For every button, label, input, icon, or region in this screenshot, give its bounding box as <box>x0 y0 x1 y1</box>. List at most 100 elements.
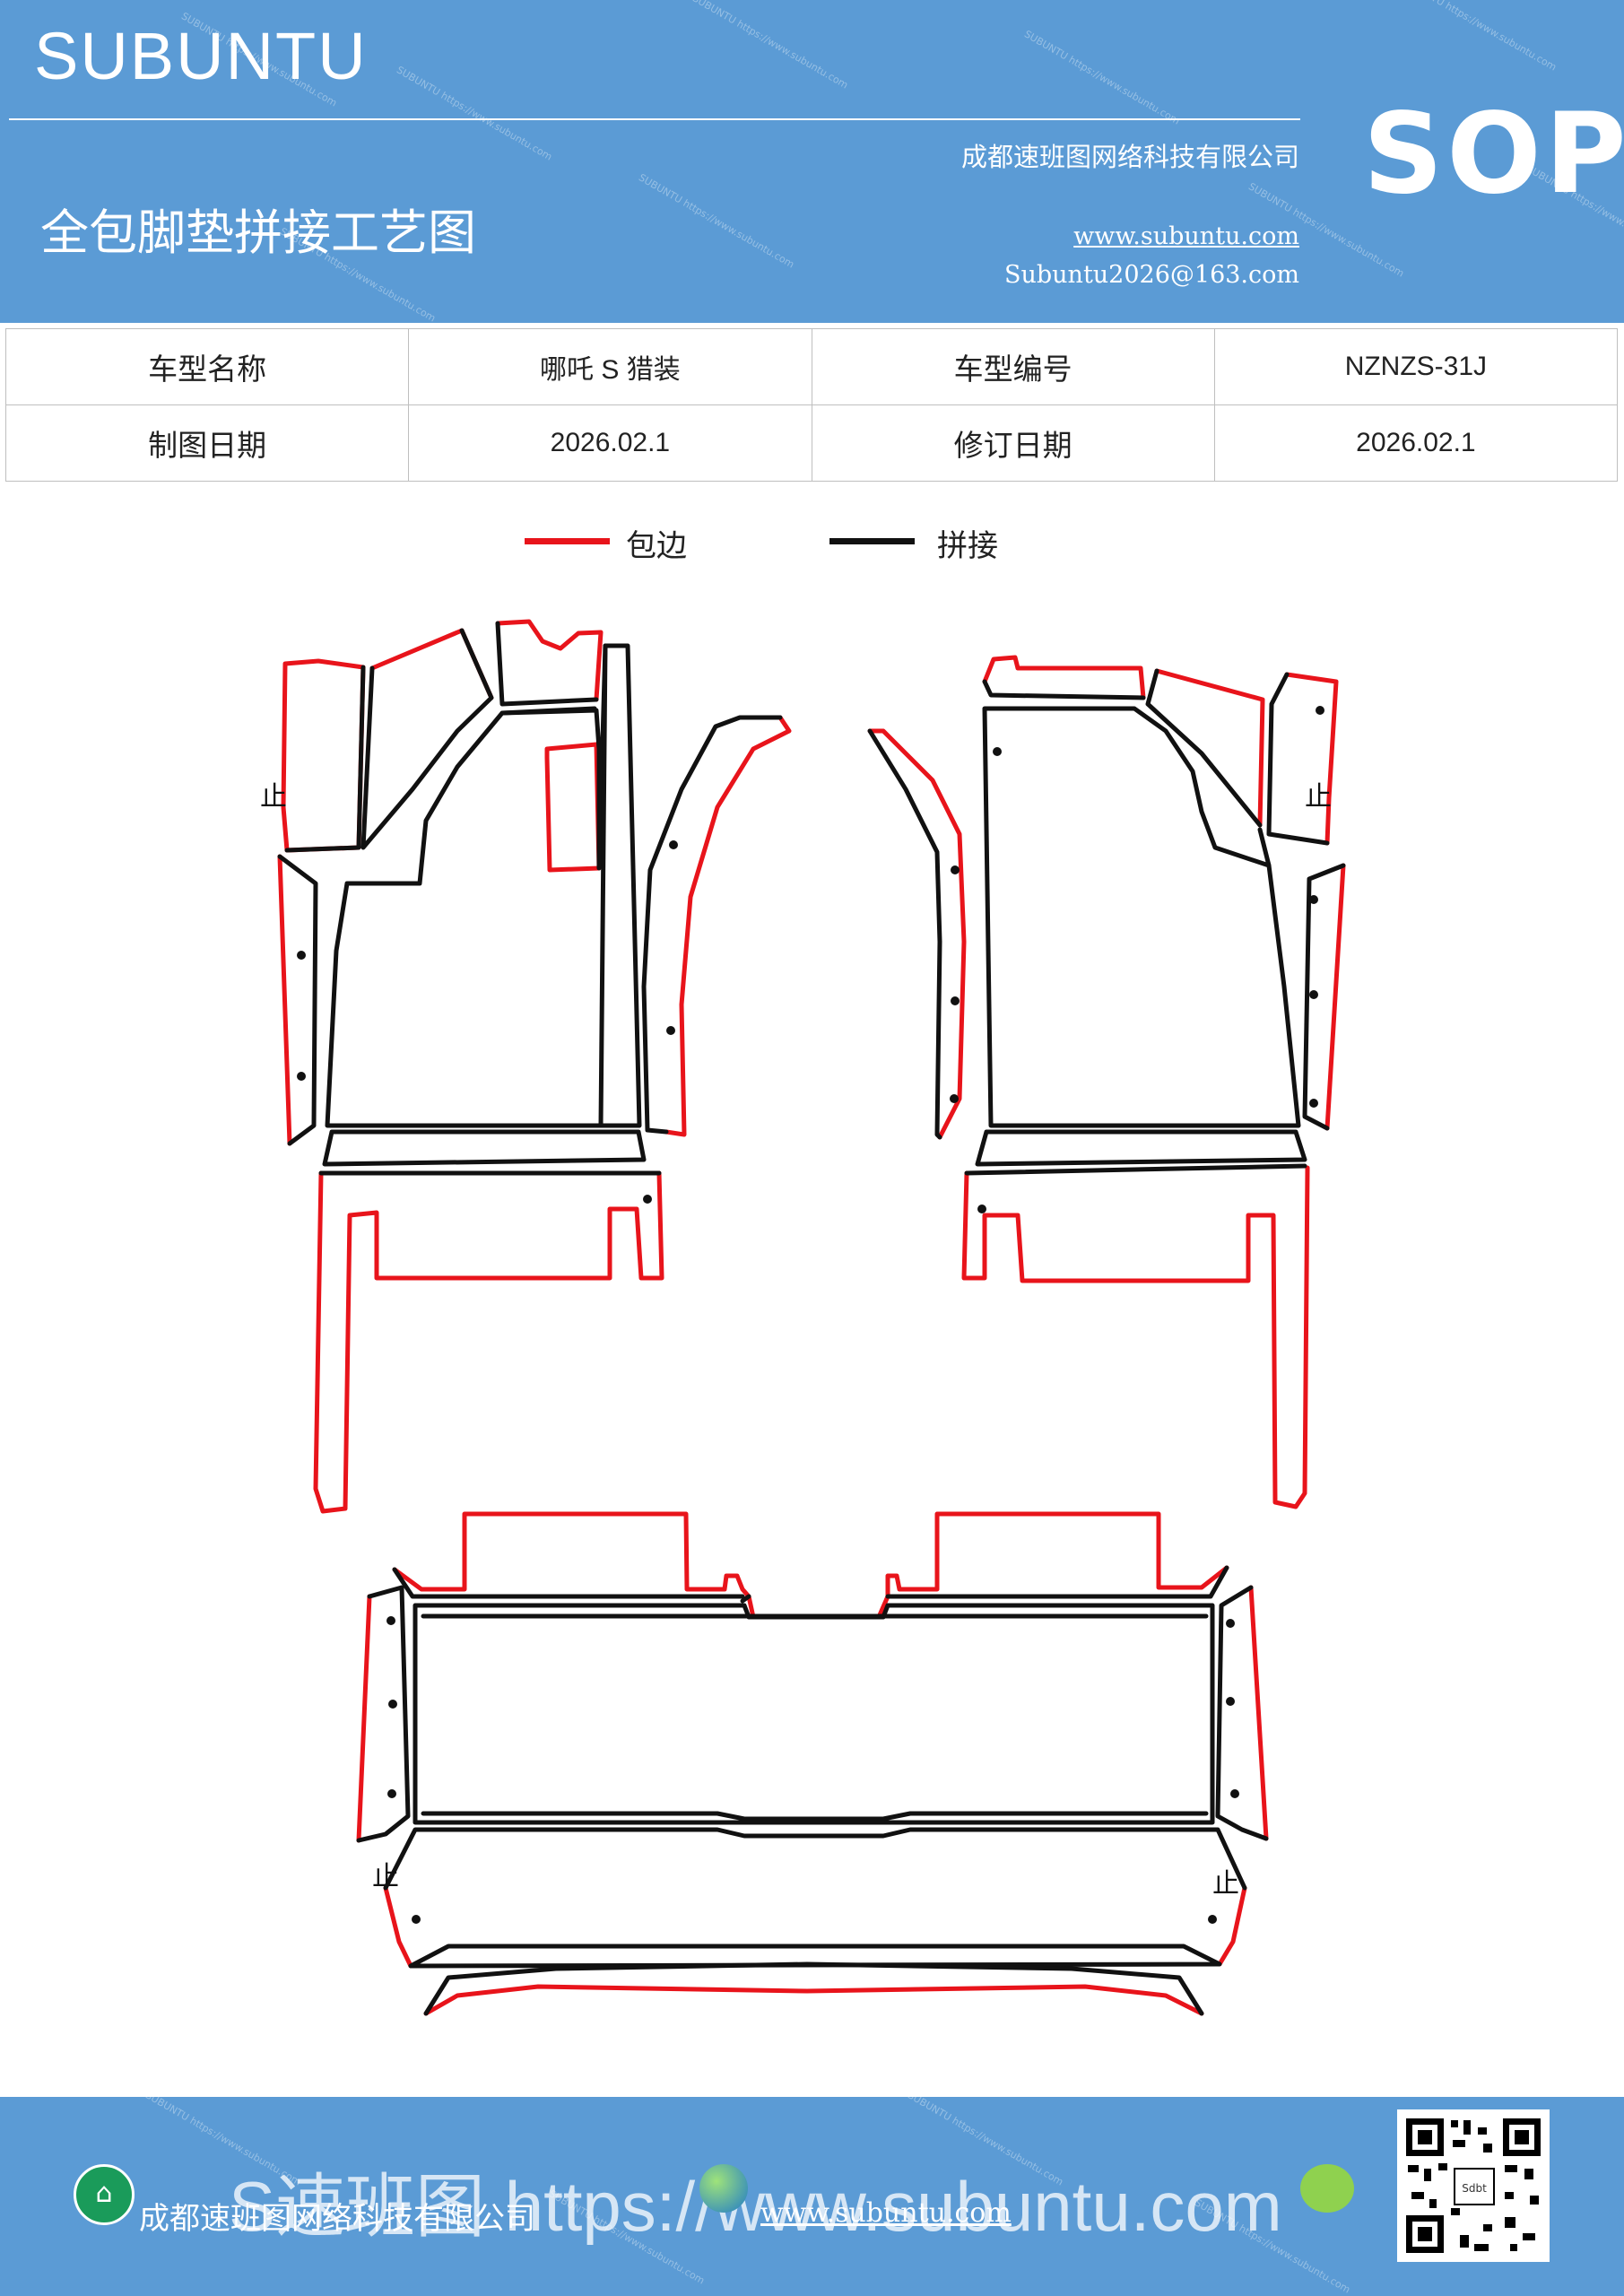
screw-dot <box>951 865 960 874</box>
mat-piece-edge <box>664 715 792 1137</box>
legend-joint-swatch <box>829 538 915 544</box>
website-link[interactable]: www.subuntu.com <box>1073 222 1299 250</box>
mat-piece-joint <box>360 628 494 850</box>
floor-mat-diagram: 止 <box>260 619 1346 2016</box>
front-left-group: 止 <box>260 619 792 1514</box>
page-title: 全包脚垫拼接工艺图 <box>40 204 476 261</box>
screw-dot <box>412 1915 421 1924</box>
legend-edge-label: 包边 <box>626 528 687 564</box>
mat-piece-joint <box>383 1827 1247 1969</box>
footer-banner: SUBUNTU https://www.subuntu.com SUBUNTU … <box>0 2089 1624 2296</box>
screw-dot <box>993 747 1002 756</box>
value-model-code: NZNZS-31J <box>1213 328 1619 405</box>
screw-dot <box>1226 1697 1235 1706</box>
label-draw-date: 制图日期 <box>4 404 410 482</box>
screw-dot <box>1309 1099 1318 1108</box>
mat-piece-edge <box>1284 672 1339 846</box>
mat-piece-edge <box>1324 863 1346 1131</box>
header-divider <box>9 118 1300 120</box>
mat-piece-joint <box>1215 1585 1269 1841</box>
screw-dot <box>1316 706 1324 715</box>
mat-piece-joint <box>423 1961 1204 2016</box>
wechat-icon <box>1300 2164 1354 2213</box>
mat-piece-joint <box>356 1585 411 1843</box>
globe-icon <box>699 2164 748 2213</box>
email-address: Subuntu2026@163.com <box>1004 261 1299 289</box>
mat-piece-joint <box>867 728 942 1140</box>
front-right-group: 止 <box>867 655 1346 1509</box>
footer-company-name: 成都速班图网络科技有限公司 <box>139 2201 535 2237</box>
vehicle-info-table: 车型名称 哪吒 S 猎装 车型编号 NZNZS-31J 制图日期 2026.02… <box>4 328 1619 482</box>
mat-piece-edge <box>1154 668 1265 828</box>
mat-piece-edge <box>313 1170 664 1514</box>
screw-dot <box>297 1072 306 1081</box>
mat-piece-joint <box>982 706 1301 1128</box>
watermark: SUBUNTU https://www.subuntu.com <box>1022 28 1182 127</box>
watermark: SUBUNTU https://www.subuntu.com <box>395 64 554 163</box>
mat-piece-joint <box>1302 863 1346 1131</box>
mat-piece-edge <box>369 628 494 700</box>
watermark: SUBUNTU https://www.subuntu.com <box>1399 0 1559 74</box>
mat-piece-edge <box>392 1511 1229 1620</box>
screw-dot <box>1309 990 1318 999</box>
label-model-code: 车型编号 <box>811 328 1215 405</box>
value-model-name: 哪吒 S 猎装 <box>408 328 812 405</box>
rear-group: 止 止 <box>356 1511 1269 2016</box>
stop-mark: 止 <box>1212 1868 1239 1900</box>
screw-dot <box>1230 1789 1239 1798</box>
mat-piece-joint <box>975 1129 1307 1167</box>
mat-piece-joint <box>1145 668 1263 828</box>
screw-dot <box>951 996 960 1005</box>
screw-dot <box>1309 895 1318 904</box>
mat-piece-joint <box>1266 672 1330 846</box>
building-icon: ⌂ <box>74 2164 135 2225</box>
screw-dot <box>666 1026 675 1035</box>
mat-piece-edge <box>544 742 602 873</box>
value-draw-date: 2026.02.1 <box>408 404 812 482</box>
footer-overlay-text: S速班图 https://www.subuntu.com <box>229 2167 1282 2246</box>
screw-dot <box>1226 1619 1235 1628</box>
brand-logo-text: SUBUNTU <box>34 19 368 93</box>
qr-label: Sdbt <box>1462 2182 1487 2195</box>
mat-piece-edge <box>495 619 604 702</box>
screw-dot <box>977 1205 986 1213</box>
mat-piece-joint <box>982 679 1146 700</box>
label-revision-date: 修订日期 <box>811 404 1215 482</box>
mat-piece-joint <box>964 1163 1307 1176</box>
mat-piece-edge <box>423 1984 1204 2016</box>
sop-label: SOP <box>1363 90 1624 219</box>
mat-piece-joint <box>277 854 318 1146</box>
legend-joint-label: 拼接 <box>937 528 998 564</box>
mat-piece-edge <box>961 1165 1310 1509</box>
header-banner: SUBUNTU https://www.subuntu.com SUBUNTU … <box>0 0 1624 325</box>
mat-piece-edge <box>277 854 292 1146</box>
mat-piece-edge <box>982 655 1146 700</box>
mat-piece-edge <box>1248 1585 1269 1841</box>
legend: 包边 拼接 <box>0 525 1624 578</box>
mat-piece-joint <box>413 1603 1215 1825</box>
watermark: SUBUNTU https://www.subuntu.com <box>637 171 796 271</box>
qr-code-icon: Sdbt <box>1397 2109 1550 2262</box>
mat-piece-joint <box>495 621 599 707</box>
company-name: 成都速班图网络科技有限公司 <box>960 142 1299 172</box>
value-revision-date: 2026.02.1 <box>1213 404 1619 482</box>
mat-piece-edge <box>281 658 366 853</box>
stop-mark: 止 <box>372 1861 399 1892</box>
stop-mark: 止 <box>1305 781 1332 813</box>
legend-edge-swatch <box>525 538 610 544</box>
mat-piece-joint <box>1257 827 1272 868</box>
screw-dot <box>386 1616 395 1625</box>
stop-mark: 止 <box>260 781 287 813</box>
screw-dot <box>1208 1915 1217 1924</box>
mat-piece-joint <box>392 1565 1229 1604</box>
footer-website-link[interactable]: www.subuntu.com <box>760 2197 1012 2229</box>
mat-piece-joint <box>641 715 783 1135</box>
screw-dot <box>387 1789 396 1798</box>
mat-piece-joint <box>325 643 642 1128</box>
mat-piece-joint <box>421 1613 1209 1822</box>
table-row: 车型名称 哪吒 S 猎装 车型编号 NZNZS-31J <box>4 328 1619 405</box>
screw-dot <box>297 951 306 960</box>
watermark: SUBUNTU https://www.subuntu.com <box>690 0 850 91</box>
screw-dot <box>950 1094 959 1103</box>
mat-piece-joint <box>284 665 366 853</box>
